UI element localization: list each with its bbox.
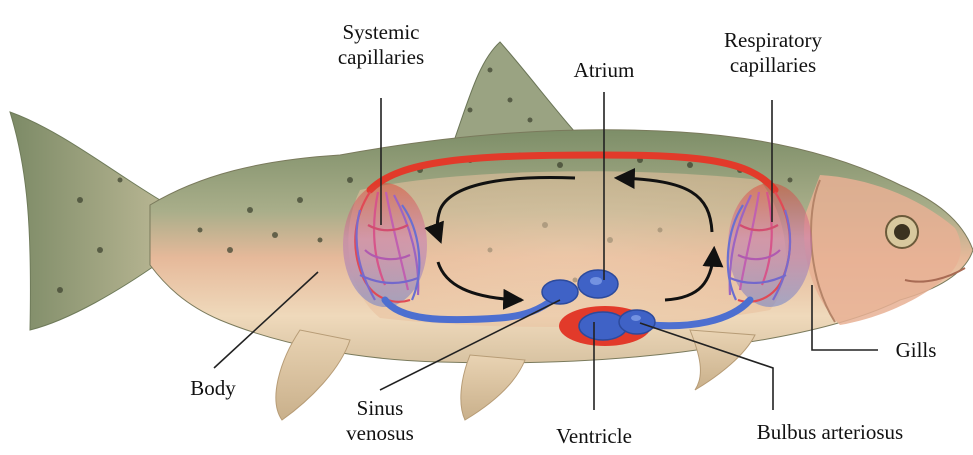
label-gills: Gills: [880, 338, 952, 363]
systemic-capillary-bed: [343, 183, 427, 307]
respiratory-capillary-bed: [728, 183, 812, 307]
caudal-fin: [10, 112, 160, 330]
label-respiratory-capillaries: Respiratory capillaries: [700, 28, 846, 78]
label-atrium: Atrium: [558, 58, 650, 83]
label-bulbus-arteriosus: Bulbus arteriosus: [718, 420, 942, 445]
anal-fin: [461, 355, 525, 420]
dorsal-fin: [455, 42, 582, 140]
pectoral-fin: [690, 330, 755, 390]
label-ventricle: Ventricle: [530, 424, 658, 449]
label-sinus-venosus: Sinus venosus: [333, 396, 427, 446]
bulbus-chamber: [619, 310, 655, 334]
head: [804, 175, 961, 325]
label-systemic-capillaries: Systemic capillaries: [319, 20, 443, 70]
label-body: Body: [168, 376, 258, 401]
